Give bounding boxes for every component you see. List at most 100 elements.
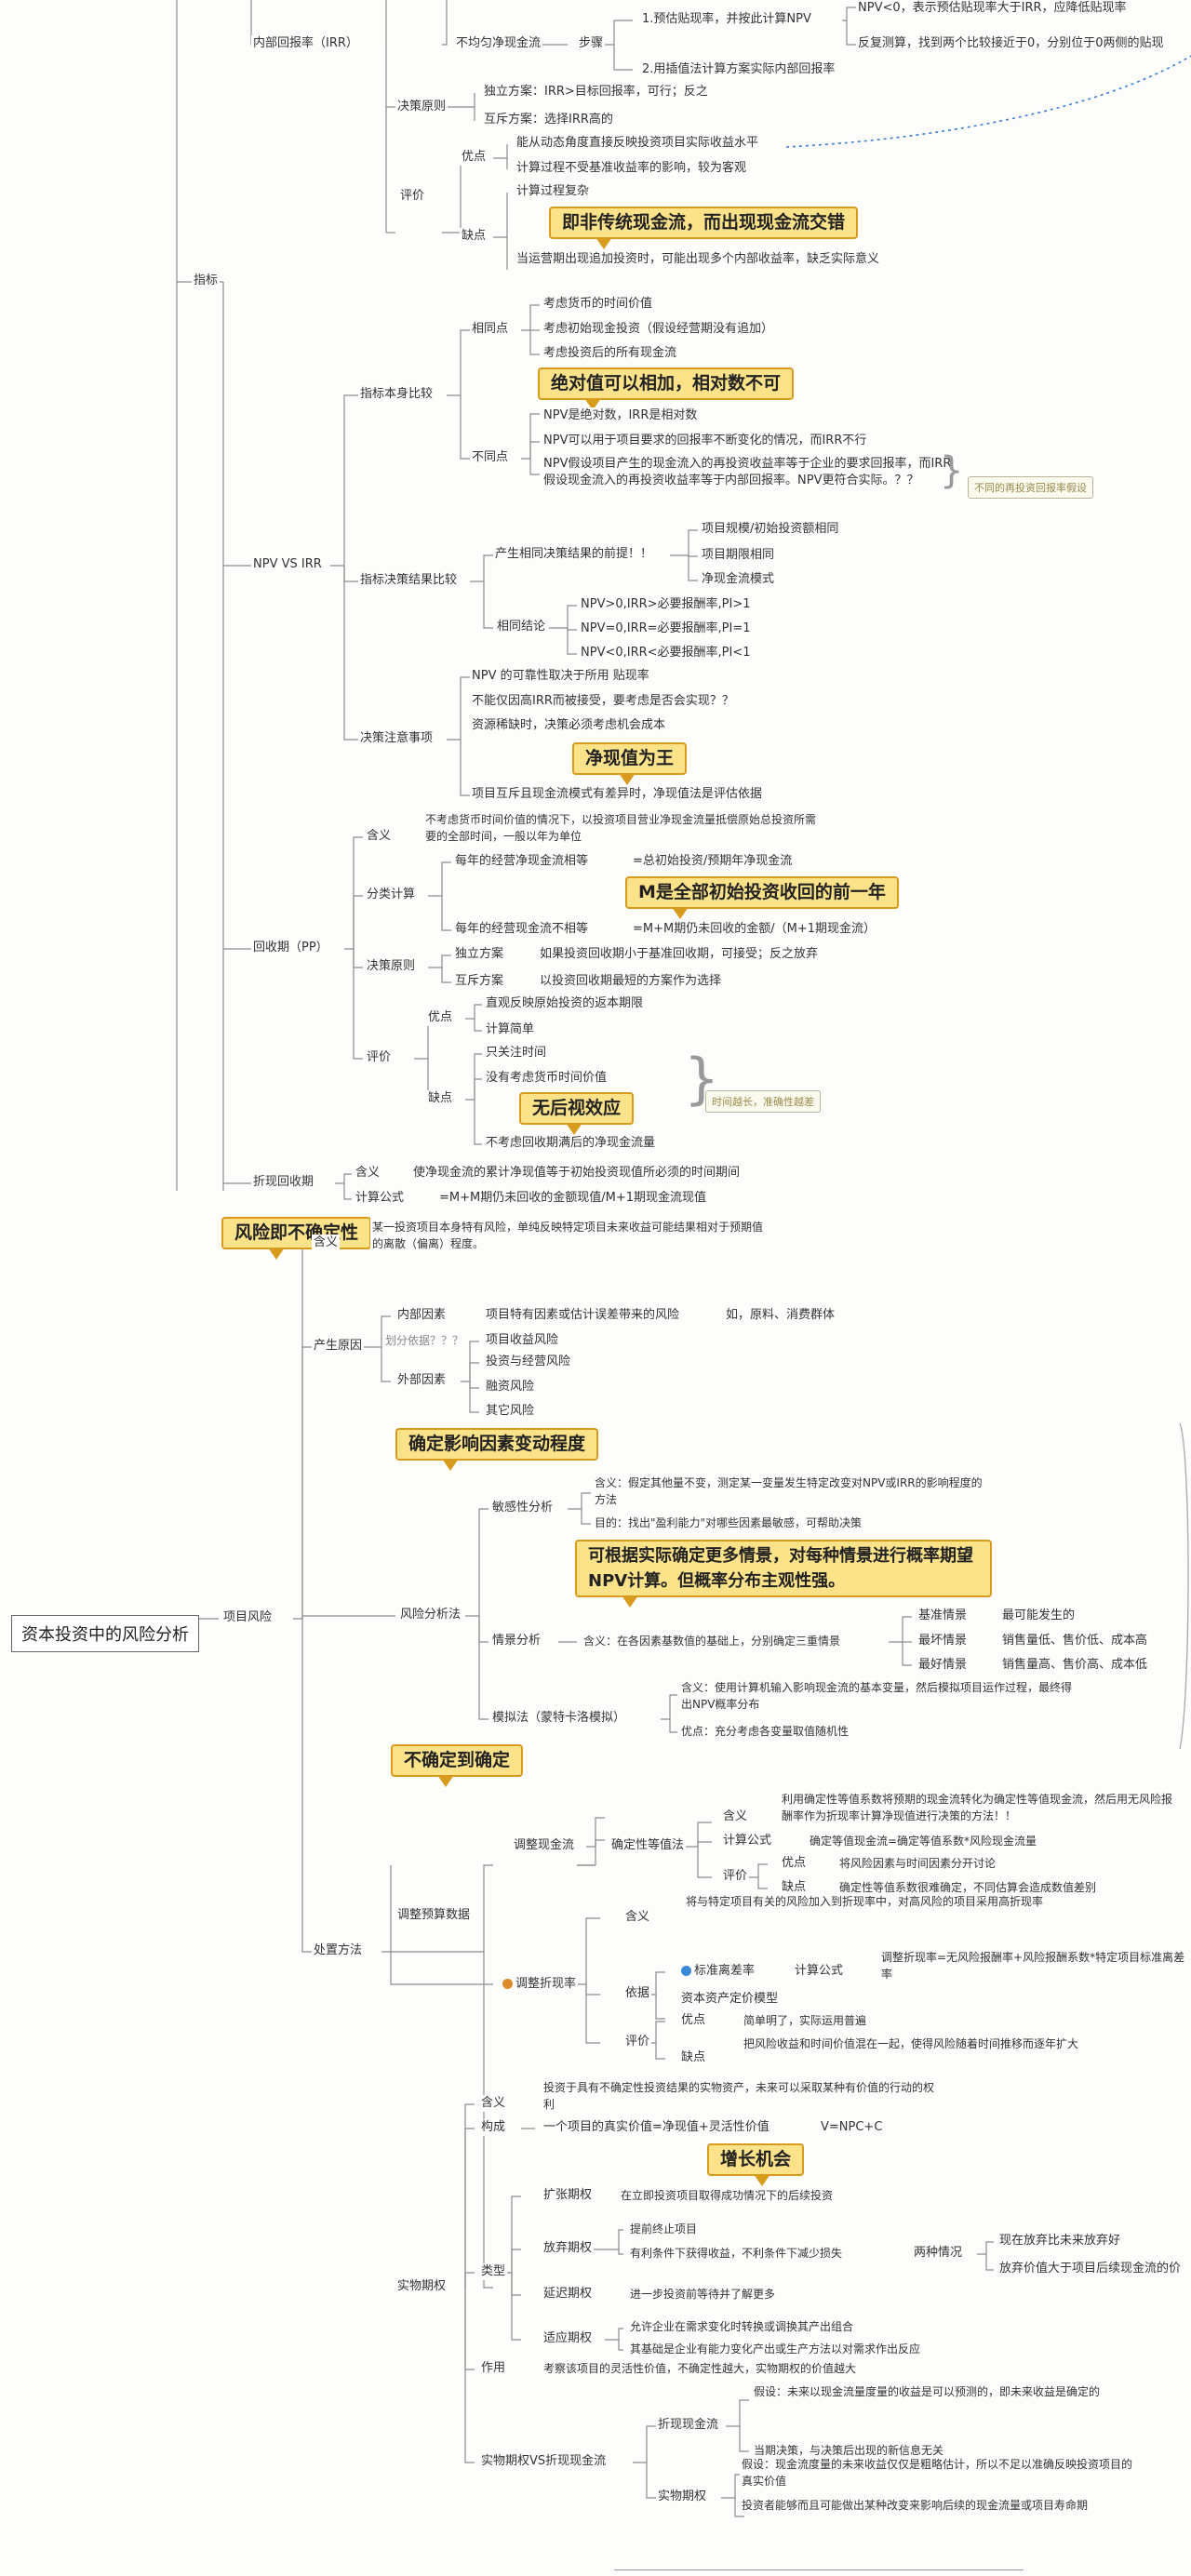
same-conclusion: 相同结论: [495, 619, 548, 635]
premise-1: 项目规模/初始投资额相同: [700, 521, 841, 538]
ar-con-label: 缺点: [679, 2049, 708, 2066]
callout-scenario: 可根据实际确定更多情景，对每种情景进行概率期望NPV计算。但概率分布主观性强。: [575, 1540, 992, 1608]
real-option: 实物期权: [395, 2278, 448, 2295]
dcf-2: 当期决策，与决策后出现的新信息无关: [752, 2442, 946, 2459]
indicator-compare: 指标本身比较: [358, 386, 435, 403]
internal-1: 项目特有因素或估计误差带来的风险: [484, 1307, 682, 1324]
abandon-option: 放弃期权: [542, 2240, 595, 2257]
pp-evaluate: 评价: [365, 1049, 394, 1066]
simulation-1: 含义：使用计算机输入影响现金流的基本变量，然后模拟项目运作过程，最终得出NPV概…: [679, 1679, 1074, 1713]
caution-3: 资源稀缺时，决策必须考虑机会成本: [470, 717, 668, 734]
brace-diff: }: [940, 449, 964, 492]
external-3: 融资风险: [484, 1379, 537, 1395]
ar-pro: 简单明了，实际运用普遍: [742, 2012, 869, 2029]
ce-pro: 将风险因素与时间因素分开讨论: [837, 1855, 998, 1872]
simulation-method: 模拟法（蒙特卡洛模拟）: [490, 1710, 628, 1727]
ar-con: 把风险收益和时间价值混在一起，使得风险随着时间推移而逐年扩大: [742, 2035, 1136, 2052]
caution-2: 不能仅因高IRR而被接受，要考虑是否会实现？？: [470, 693, 736, 710]
delay-option: 延迟期权: [542, 2286, 595, 2302]
ce-method: 确定性等值法: [609, 1837, 687, 1854]
npv-negative-note: NPV<0，表示预估贴现率大于IRR，应降低贴现率: [856, 0, 1129, 17]
result-compare: 指标决策结果比较: [358, 572, 460, 589]
callout-irr-cashflow: 即非传统现金流，而出现现金流交错: [549, 207, 859, 249]
adjust-rate: 调整折现率: [501, 1976, 579, 1993]
dpp-meaning: 使净现金流的累计净现值等于初始投资现值所必须的时间期间: [411, 1165, 743, 1181]
callout-growth: 增长机会: [707, 2143, 805, 2186]
decision-caution: 决策注意事项: [358, 730, 435, 747]
note-time-accuracy: 时间越长，准确性越差: [705, 1090, 821, 1113]
expand-1: 在立即投资项目取得成功情况下的后续投资: [619, 2187, 836, 2204]
dpp-formula-label: 计算公式: [354, 1190, 407, 1207]
callout-npv-king: 净现值为王: [572, 742, 688, 785]
sensitivity-2: 目的：找出"盈利能力"对哪些因素最敏感，可帮助决策: [593, 1515, 864, 1531]
risk-source: 产生原因: [312, 1338, 365, 1355]
risk-meaning-label: 含义: [312, 1235, 341, 1251]
ce-meaning: 利用确定性等值系数将预期的现金流转化为确定性等值现金流，然后用无风险报酬率作为折…: [780, 1791, 1184, 1824]
annual-equal-formula: =总初始投资/预期年净现金流: [631, 853, 795, 870]
irr-pro-1: 能从动态角度直接反映投资项目实际收益水平: [515, 135, 761, 152]
premise-2: 项目期限相同: [700, 547, 777, 564]
callout-risk-uncertainty: 风险即不确定性: [221, 1217, 372, 1260]
irr-con-1: 计算过程复杂: [515, 183, 592, 200]
std-dev-label: 标准离差率: [694, 1964, 756, 1978]
ce-con-label: 缺点: [780, 1879, 809, 1896]
ar-meaning-label: 含义: [623, 1909, 652, 1926]
priority-icon: [502, 1979, 513, 1989]
two-cases: 两种情况: [912, 2245, 965, 2262]
scenario-analysis: 情景分析: [490, 1633, 543, 1649]
capm: 资本资产定价模型: [679, 1991, 781, 2008]
base-case: 基准情景: [917, 1608, 970, 1624]
risk-analysis-method: 风险分析法: [398, 1607, 463, 1623]
same-3: 考虑投资后的所有现金流: [542, 345, 679, 362]
external-1: 项目收益风险: [484, 1332, 561, 1349]
base-case-value: 最可能发生的: [1000, 1608, 1077, 1624]
diff-3: NPV假设项目产生的现金流入的再投资收益率等于企业的要求回报率，而IRR假设现金…: [542, 456, 955, 489]
std-dev-rate: 标准离差率: [679, 1963, 757, 1980]
step-2: 2.用插值法计算方案实际内部回报率: [640, 61, 837, 78]
ro-meaning: 投资于具有不确定性投资结果的实物资产，未来可以采取某种有价值的行动的权利: [542, 2079, 945, 2113]
composition: 构成: [479, 2119, 508, 2136]
irr-pros: 优点: [460, 149, 488, 166]
composition-1: 一个项目的真实价值=净现值+灵活性价值: [542, 2119, 771, 2136]
ar-pro-label: 优点: [679, 2012, 708, 2029]
option-type: 类型: [479, 2263, 508, 2280]
annual-equal: 每年的经营净现金流相等: [453, 853, 591, 870]
diff-2: NPV可以用于项目要求的回报率不断变化的情况，而IRR不行: [542, 433, 869, 449]
effect-1: 考察该项目的灵活性价值，不确定性越大，实物期权的价值越大: [542, 2360, 859, 2377]
irr-independent-rule: 独立方案：IRR>目标回报率，可行；反之: [482, 84, 710, 100]
best-case: 最好情景: [917, 1657, 970, 1674]
note-reinvest-assumption: 不同的再投资回报率假设: [968, 476, 1093, 499]
ce-evaluate: 评价: [721, 1868, 750, 1885]
best-case-value: 销售量高、售价高、成本低: [1000, 1657, 1150, 1674]
irr-con-2: 当运营期出现追加投资时，可能出现多个内部收益率，缺乏实际意义: [515, 251, 909, 268]
premise-label: 产生相同决策结果的前提！！: [493, 546, 655, 563]
treatment-method: 处置方法: [312, 1942, 365, 1959]
pp-con-1: 只关注时间: [484, 1045, 549, 1061]
expand-option: 扩张期权: [542, 2187, 595, 2204]
conclusion-1: NPV>0,IRR>必要报酬率,PI>1: [579, 596, 753, 613]
callout-m-year: M是全部初始投资收回的前一年: [625, 876, 899, 919]
pp-decision-rule: 决策原则: [365, 958, 418, 975]
ce-pro-label: 优点: [780, 1855, 809, 1872]
ro-1: 假设：现金流度量的未来收益仅仅是粗略估计，所以不足以准确反映投资项目的真实价值: [740, 2456, 1134, 2489]
callout-no-hindsight: 无后视效应: [519, 1092, 635, 1135]
discounted-payback: 折现回收期: [251, 1174, 316, 1191]
abandon-1: 提前终止项目: [628, 2221, 700, 2237]
risk-meaning: 某一投资项目本身特有风险，单纯反映特定项目未来收益可能结果相对于预期值的离散（偏…: [370, 1219, 765, 1252]
ro-vs-dcf: 实物期权VS折现现金流: [479, 2453, 609, 2470]
callout-factor-change: 确定影响因素变动程度: [395, 1428, 599, 1471]
pp-cons: 缺点: [426, 1090, 455, 1107]
conclusion-3: NPV<0,IRR<必要报酬率,PI<1: [579, 645, 753, 661]
irr-title: 内部回报率（IRR）: [251, 35, 360, 52]
internal-factor: 内部因素: [395, 1307, 448, 1324]
external-2: 投资与经营风险: [484, 1354, 573, 1370]
ar-basis: 依据: [623, 1985, 652, 2002]
pp-pro-2: 计算简单: [484, 1021, 537, 1038]
irr-decision-rule: 决策原则: [395, 99, 448, 115]
project-risk: 项目风险: [221, 1609, 274, 1626]
external-4: 其它风险: [484, 1403, 537, 1420]
ce-formula-label: 计算公式: [721, 1833, 774, 1849]
irr-pro-2: 计算过程不受基准收益率的影响，较为客观: [515, 160, 749, 177]
adapt-1: 允许企业在需求变化时转换或调换其产出组合: [628, 2318, 856, 2335]
